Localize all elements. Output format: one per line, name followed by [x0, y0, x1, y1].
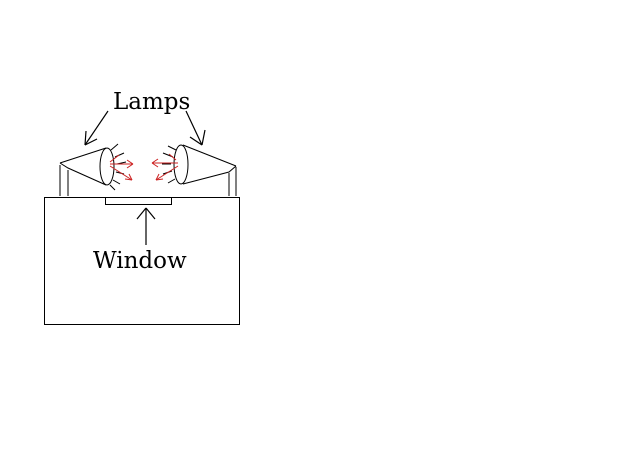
window-arrow: [136, 207, 156, 245]
lamps-left-arrow: [84, 110, 109, 146]
lamps-label: Lamps: [113, 89, 190, 115]
right-lamp-light-rays: [151, 153, 179, 181]
left-lamp-cone: [59, 147, 107, 186]
left-lamp-lens: [99, 147, 115, 186]
right-lamp: [162, 144, 237, 196]
left-lamp-stand: [59, 165, 69, 196]
lamps-right-arrow: [185, 110, 206, 146]
left-lamp-light-rays: [109, 154, 134, 181]
right-lamp-lens: [173, 144, 189, 185]
window-opening: [105, 197, 172, 205]
box-outline: [44, 197, 240, 325]
window-label: Window: [93, 248, 187, 274]
right-lamp-stand: [228, 167, 237, 196]
right-lamp-cone: [182, 144, 237, 185]
